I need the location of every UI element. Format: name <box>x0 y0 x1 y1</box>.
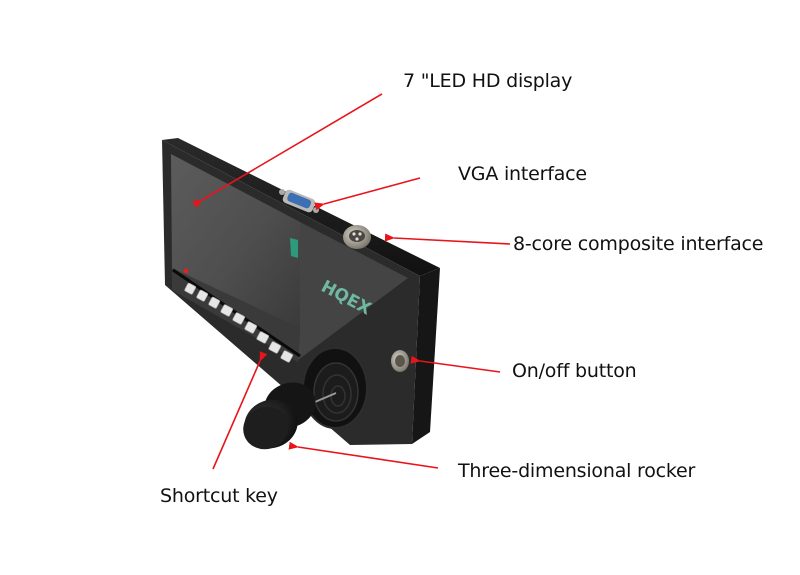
arrow-display <box>192 93 383 209</box>
annotation-arrows <box>192 93 511 470</box>
indicator-led <box>183 268 189 274</box>
arrow-8core <box>384 233 511 245</box>
joystick[interactable] <box>237 347 368 456</box>
rocker-knob <box>243 382 316 450</box>
device-side <box>412 268 440 444</box>
screen <box>171 154 300 330</box>
device: HQEX <box>162 138 440 456</box>
arrow-rocker <box>288 441 439 469</box>
vga-port <box>279 189 319 213</box>
label-led-display: 7 "LED HD display <box>403 70 573 92</box>
label-vga-interface: VGA interface <box>458 163 587 185</box>
arrow-onoff <box>410 355 501 373</box>
label-shortcut-key: Shortcut key <box>160 485 278 507</box>
composite-connector <box>343 225 371 249</box>
label-rocker: Three-dimensional rocker <box>458 460 696 482</box>
label-8core-interface: 8-core composite interface <box>513 233 764 255</box>
arrow-shortcut <box>212 351 268 470</box>
label-onoff-button: On/off button <box>512 360 637 382</box>
shortcut-keys[interactable] <box>184 282 294 363</box>
power-button[interactable] <box>391 350 409 372</box>
arrow-vga <box>314 177 421 211</box>
